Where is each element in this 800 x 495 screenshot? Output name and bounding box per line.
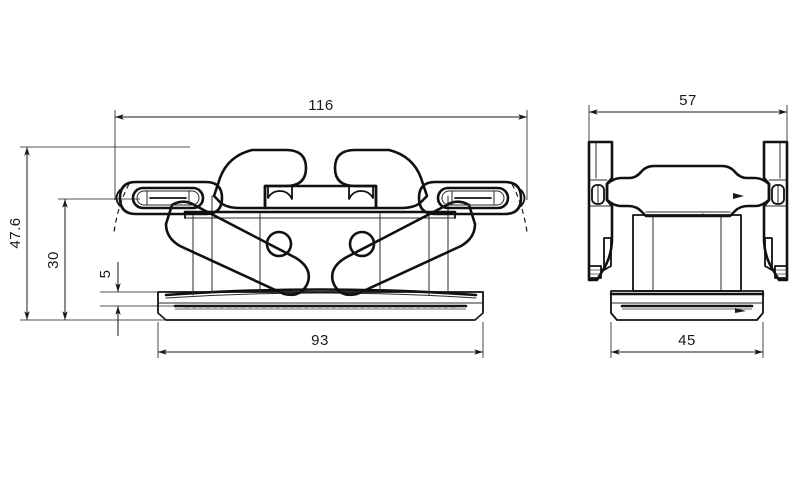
dim116-label: 116: [308, 97, 333, 114]
dim-side-base-width: 45: [610, 322, 764, 358]
side-right-tab: [764, 237, 773, 271]
side-yoke-arrow-marker: [733, 193, 744, 199]
front-view: [113, 148, 528, 321]
dim476-label: 47.6: [7, 217, 24, 248]
side-right-bracket: [762, 140, 789, 282]
side-view: [587, 140, 789, 321]
left-hook-arm: [212, 148, 308, 210]
side-yoke-dot: [701, 213, 705, 217]
front-right-clamp: [330, 148, 528, 297]
right-swing-link: [330, 200, 477, 297]
side-yoke-profile: [605, 164, 771, 218]
dim5-label: 5: [97, 270, 114, 279]
dim-front-mid-height: 30: [45, 198, 140, 320]
side-left-foot-clip: [588, 265, 602, 279]
right-clamp-head: [417, 180, 523, 216]
left-slot-inner: [136, 190, 200, 206]
front-base-plate: [157, 288, 484, 321]
base-crown-edge: [164, 288, 478, 297]
front-left-clamp: [113, 148, 311, 297]
right-pivot-hole: [348, 230, 376, 258]
dim45-label: 45: [678, 332, 696, 349]
housing-detent-right: [348, 185, 374, 200]
dim-front-base-height: 5: [97, 262, 175, 336]
right-swing-arc: [511, 183, 528, 233]
housing-detent-left: [267, 185, 293, 200]
left-pivot-hole: [265, 230, 293, 258]
dim93-label: 93: [311, 332, 329, 349]
dim-front-overall-height: 47.6: [7, 146, 190, 321]
side-left-slot: [591, 184, 605, 205]
side-base-arrow-marker: [735, 308, 746, 313]
side-left-bracket: [587, 140, 614, 282]
dim30-label: 30: [45, 251, 62, 269]
dim-front-overall-width: 116: [114, 97, 528, 200]
left-head-nub: [115, 189, 121, 207]
right-hook-arm: [333, 148, 429, 210]
left-swing-arc: [113, 183, 130, 233]
side-right-slot: [771, 184, 785, 205]
dim-side-overall-width: 57: [588, 92, 788, 160]
left-slot-outer: [131, 186, 205, 210]
right-slot-inner: [441, 190, 505, 206]
dim-front-base-width: 93: [157, 322, 484, 358]
left-swing-link: [164, 200, 311, 297]
base-corner-right: [474, 312, 484, 321]
right-slot-outer: [436, 186, 510, 210]
base-corner-left: [157, 312, 167, 321]
side-right-foot-clip: [774, 265, 788, 279]
side-left-tab: [603, 237, 612, 271]
side-base-flange: [610, 290, 764, 321]
dim57-label: 57: [679, 92, 697, 109]
side-base-plate: [609, 290, 765, 321]
right-head-nub: [520, 189, 526, 207]
left-clamp-head: [118, 180, 224, 216]
base-crown-edge-inner: [165, 292, 477, 299]
